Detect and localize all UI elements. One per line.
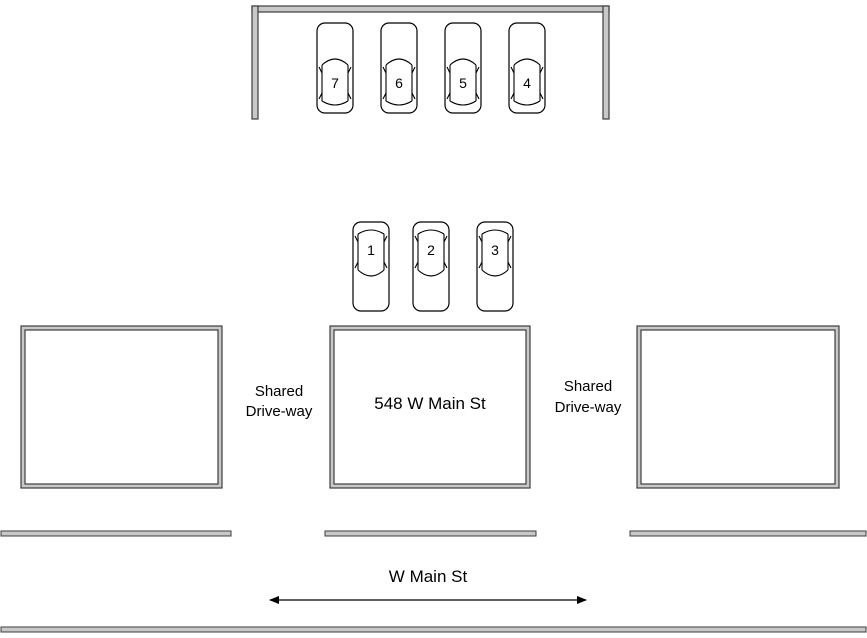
garage-car-4: 4 [508,22,546,114]
driveway-car-2: 2 [412,221,450,312]
garage-car-5: 5 [444,22,482,114]
house-right [636,325,840,489]
car-number-label: 4 [523,75,531,91]
driveway-right-line1: Shared [564,378,612,395]
driveway-left-line1: Shared [255,383,303,400]
street-label: W Main St [389,567,468,586]
car-number-label: 7 [331,75,339,91]
driveway-right-label: Shared Drive-way [555,378,622,416]
driveway-left-line2: Drive-way [246,403,313,420]
car-number-label: 1 [367,242,375,258]
street-curb [0,626,867,633]
house-left [20,325,223,489]
driveway-left-label: Shared Drive-way [246,383,313,420]
garage-car-7: 7 [316,22,354,114]
garage [251,5,610,120]
driveway-right-line2: Drive-way [555,399,622,416]
garage-car-6: 6 [380,22,418,114]
sidewalk-center [324,530,537,537]
sidewalk-left [0,530,232,537]
driveway-car-1: 1 [352,221,390,312]
house-address-label: 548 W Main St [374,394,486,413]
car-number-label: 6 [395,75,403,91]
house-center: 548 W Main St [329,325,531,489]
driveway-car-3: 3 [476,221,514,312]
car-number-label: 2 [427,242,435,258]
car-number-label: 3 [491,242,499,258]
car-number-label: 5 [459,75,467,91]
sidewalk-right [629,530,867,537]
